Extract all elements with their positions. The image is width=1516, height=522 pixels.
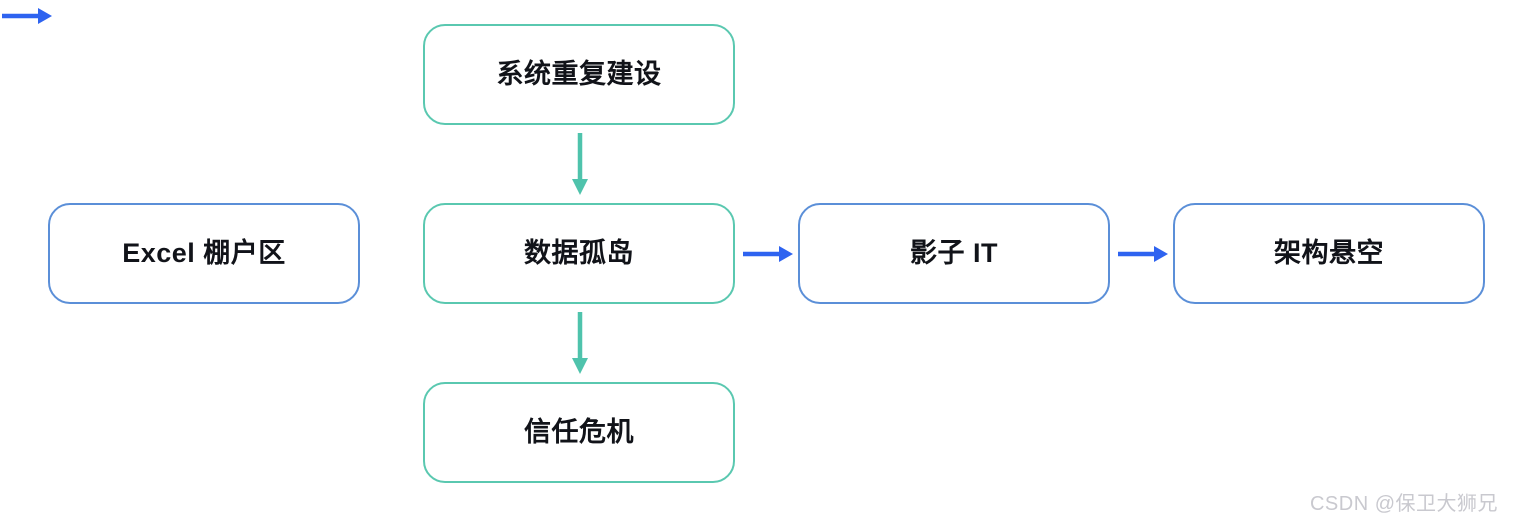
node-trust-crisis[interactable]: 信任危机 [423,382,735,483]
node-duplicate-system-construction[interactable]: 系统重复建设 [423,24,735,125]
arrow-right-icon-shadow-it-to-architecture [1116,238,1170,270]
arrow-down-icon-duplicate-system-to-data-silo [564,131,596,197]
arrow-down-icon-data-silo-to-trust-crisis [564,310,596,376]
node-label: 架构悬空 [1274,238,1384,269]
node-label: Excel 棚户区 [122,238,286,269]
node-architecture-suspended[interactable]: 架构悬空 [1173,203,1485,304]
node-data-silo[interactable]: 数据孤岛 [423,203,735,304]
node-excel-shantytown[interactable]: Excel 棚户区 [48,203,360,304]
node-label: 影子 IT [910,238,998,269]
node-label: 信任危机 [524,417,634,448]
node-shadow-it[interactable]: 影子 IT [798,203,1110,304]
node-label: 系统重复建设 [496,59,662,90]
csdn-watermark: CSDN @保卫大狮兄 [1309,493,1498,515]
node-label: 数据孤岛 [524,238,634,269]
arrow-right-icon-excel-to-data-silo [0,0,54,32]
arrow-right-icon-data-silo-to-shadow-it [741,238,795,270]
